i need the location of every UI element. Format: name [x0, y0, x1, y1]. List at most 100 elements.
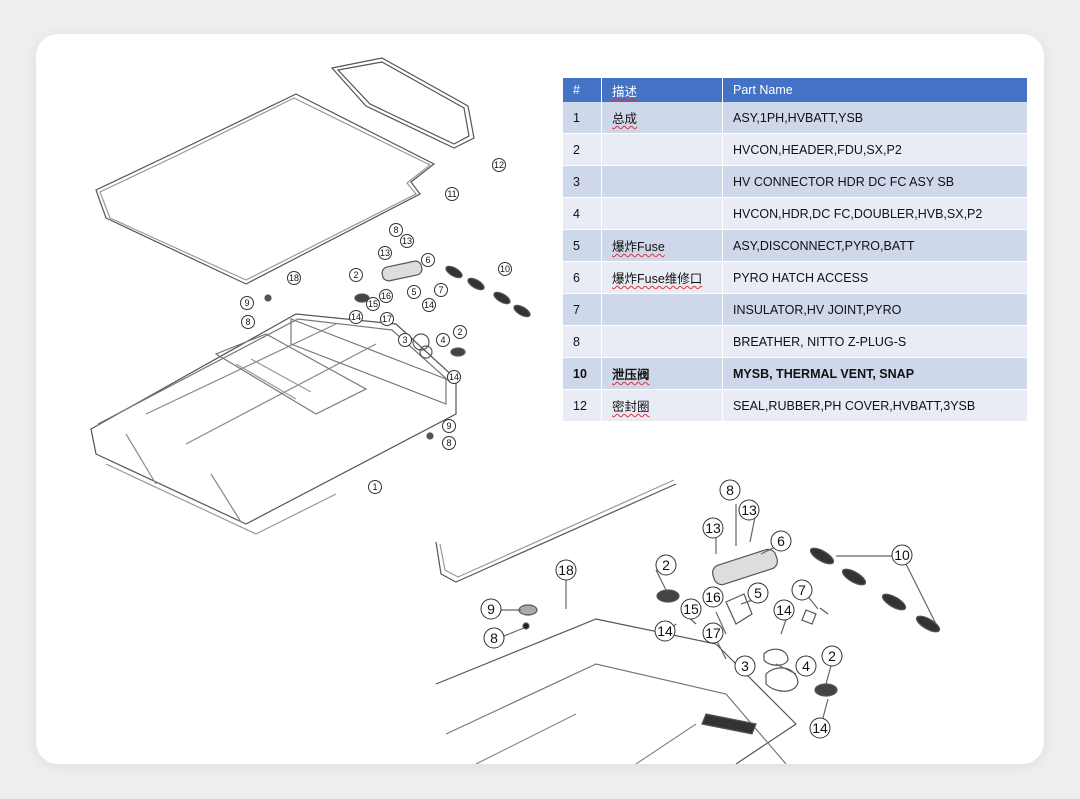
callout-1: 1 — [368, 480, 382, 494]
svg-text:14: 14 — [449, 372, 459, 382]
callout-9: 9 — [240, 296, 254, 310]
table-row: 12 密封圈 SEAL,RUBBER,PH COVER,HVBATT,3YSB — [563, 389, 1028, 422]
callout-15: 15 — [680, 598, 702, 620]
row-desc-text: 爆炸Fuse — [612, 240, 665, 254]
callout-16: 16 — [379, 289, 393, 303]
row-desc-text: 总成 — [612, 112, 638, 126]
callout-17: 17 — [380, 312, 394, 326]
cover-seal-outline — [330, 57, 475, 149]
svg-text:13: 13 — [402, 236, 412, 246]
table-row: 1 总成 ASY,1PH,HVBATT,YSB — [563, 102, 1028, 134]
callouts-top: 12 11 8 13 13 6 10 18 2 5 7 16 9 15 14 1… — [240, 158, 512, 494]
svg-text:17: 17 — [705, 625, 721, 641]
svg-text:18: 18 — [558, 562, 574, 578]
table-row: 8 BREATHER, NITTO Z-PLUG-S — [563, 325, 1028, 358]
callout-8: 8 — [389, 223, 403, 237]
slide-card: 12 11 8 13 13 6 10 18 2 5 7 16 9 15 14 1… — [36, 34, 1044, 764]
svg-text:12: 12 — [494, 160, 504, 170]
callout-8: 8 — [241, 315, 255, 329]
svg-text:14: 14 — [776, 602, 792, 618]
callout-17: 17 — [702, 622, 724, 644]
svg-text:2: 2 — [353, 270, 358, 280]
table-row: 4 HVCON,HDR,DC FC,DOUBLER,HVB,SX,P2 — [563, 197, 1028, 230]
table-row: 5 爆炸Fuse ASY,DISCONNECT,PYRO,BATT — [563, 229, 1028, 262]
callout-2: 2 — [821, 645, 843, 667]
callout-8: 8 — [719, 479, 741, 501]
callout-10: 10 — [891, 544, 913, 566]
battery-exploded-diagram: 12 11 8 13 13 6 10 18 2 5 7 16 9 15 14 1… — [90, 57, 941, 764]
row-part-name: HVCON,HEADER,FDU,SX,P2 — [722, 133, 1028, 166]
svg-text:6: 6 — [425, 255, 430, 265]
callout-13: 13 — [738, 499, 760, 521]
svg-text:8: 8 — [726, 482, 734, 498]
table-row: 3 HV CONNECTOR HDR DC FC ASY SB — [563, 165, 1028, 198]
svg-text:13: 13 — [741, 502, 757, 518]
row-num: 6 — [563, 261, 602, 294]
svg-text:3: 3 — [741, 658, 749, 674]
callout-4: 4 — [436, 333, 450, 347]
svg-text:2: 2 — [828, 648, 836, 664]
table-row: 7 INSULATOR,HV JOINT,PYRO — [563, 293, 1028, 326]
svg-text:1: 1 — [372, 482, 377, 492]
row-num: 5 — [563, 229, 602, 262]
row-num: 7 — [563, 293, 602, 326]
row-part-name: ASY,DISCONNECT,PYRO,BATT — [722, 229, 1028, 262]
callout-6: 6 — [770, 530, 792, 552]
callouts-bottom: 8 13 13 6 10 2 18 5 7 9 15 16 14 14 17 8… — [480, 479, 913, 739]
svg-text:6: 6 — [777, 533, 785, 549]
callout-2: 2 — [349, 268, 363, 282]
callout-5: 5 — [407, 285, 421, 299]
svg-text:8: 8 — [446, 438, 451, 448]
svg-text:17: 17 — [382, 314, 392, 324]
row-desc: 爆炸Fuse — [601, 229, 723, 262]
row-desc — [601, 293, 723, 326]
table-row: 10 泄压阀 MYSB, THERMAL VENT, SNAP — [563, 357, 1028, 390]
callout-15: 15 — [366, 297, 380, 311]
row-desc: 爆炸Fuse维修口 — [601, 261, 723, 294]
row-part-name: BREATHER, NITTO Z-PLUG-S — [722, 325, 1028, 358]
svg-text:16: 16 — [705, 589, 721, 605]
callout-18: 18 — [287, 271, 301, 285]
callout-14: 14 — [773, 599, 795, 621]
svg-text:15: 15 — [683, 601, 699, 617]
callout-13: 13 — [702, 517, 724, 539]
callout-8: 8 — [442, 436, 456, 450]
row-desc: 泄压阀 — [601, 357, 723, 390]
table-row: 6 爆炸Fuse维修口 PYRO HATCH ACCESS — [563, 261, 1028, 294]
callout-3: 3 — [398, 333, 412, 347]
row-desc: 总成 — [601, 102, 723, 134]
row-desc: 密封圈 — [601, 389, 723, 422]
row-part-name: INSULATOR,HV JOINT,PYRO — [722, 293, 1028, 326]
zoom-tray-outline — [435, 618, 797, 764]
row-desc-text: 爆炸Fuse维修口 — [612, 272, 703, 286]
row-part-name: HV CONNECTOR HDR DC FC ASY SB — [722, 165, 1028, 198]
row-part-name: PYRO HATCH ACCESS — [722, 261, 1028, 294]
row-part-name: SEAL,RUBBER,PH COVER,HVBATT,3YSB — [722, 389, 1028, 422]
svg-text:14: 14 — [351, 312, 361, 322]
row-num: 10 — [563, 357, 602, 390]
svg-text:18: 18 — [289, 273, 299, 283]
row-desc-text: 密封圈 — [612, 400, 650, 414]
row-desc-text: 泄压阀 — [612, 368, 650, 382]
svg-text:4: 4 — [802, 658, 810, 674]
table-row: 2 HVCON,HEADER,FDU,SX,P2 — [563, 133, 1028, 166]
row-desc — [601, 197, 723, 230]
svg-text:8: 8 — [393, 225, 398, 235]
callout-6: 6 — [421, 253, 435, 267]
battery-tray-outline — [90, 313, 457, 525]
callout-8: 8 — [483, 627, 505, 649]
header-desc-text: 描述 — [612, 84, 638, 99]
parts-table: # 描述 Part Name 1 总成 ASY,1PH,HVBATT,YSB 2… — [563, 78, 1028, 422]
row-part-name: HVCON,HDR,DC FC,DOUBLER,HVB,SX,P2 — [722, 197, 1028, 230]
row-num: 3 — [563, 165, 602, 198]
svg-text:2: 2 — [662, 557, 670, 573]
svg-text:15: 15 — [368, 299, 378, 309]
callout-11: 11 — [445, 187, 459, 201]
callout-14: 14 — [654, 620, 676, 642]
svg-text:11: 11 — [447, 189, 456, 199]
callout-16: 16 — [702, 586, 724, 608]
callout-2: 2 — [453, 325, 467, 339]
svg-text:16: 16 — [381, 291, 391, 301]
callout-7: 7 — [434, 283, 448, 297]
svg-text:9: 9 — [446, 421, 451, 431]
